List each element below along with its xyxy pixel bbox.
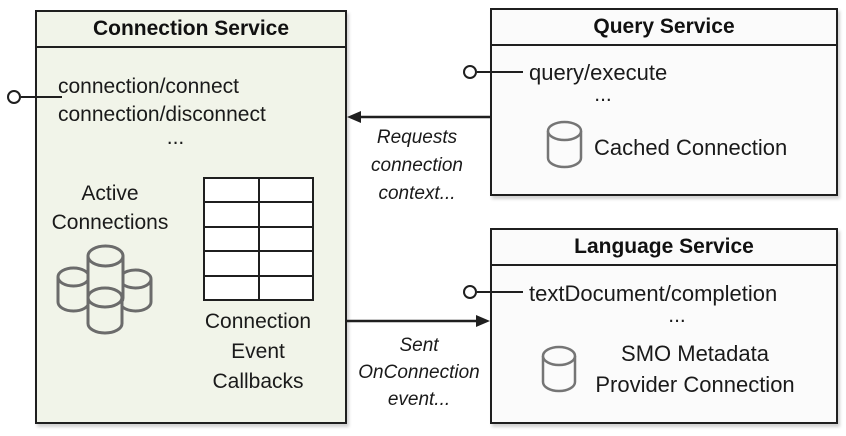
connection-service-title: Connection Service [37,12,345,48]
callback-table-cell [205,276,258,299]
cached-connection-label: Cached Connection [594,135,788,160]
callback-table-cell [205,179,258,202]
edge-label-requests-connection-context: Requests connection context... [371,127,463,204]
callback-table-cell [259,252,312,275]
connection-endpoints-ellipsis: ... [166,126,185,149]
callback-table-cell [259,203,312,226]
arrow-sent-onconnection-event-icon [347,315,490,327]
endpoint-query-execute: query/execute [529,60,668,85]
callback-table [203,177,314,301]
edge-label-sent-onconnection-event: Sent OnConnection event... [358,335,480,410]
arrow-requests-connection-context-icon [347,111,490,123]
smo-metadata-provider-connection-label: SMO Metadata Provider Connection [595,341,795,397]
query-service-box: Query Service [490,8,838,196]
callback-table-cell [205,203,258,226]
callback-table-cell [205,252,258,275]
query-endpoints-ellipsis: ... [594,83,612,106]
language-service-title: Language Service [492,230,836,266]
endpoint-connection-connect: connection/connect [58,75,239,98]
query-service-title: Query Service [492,10,836,46]
callback-table-cell [205,227,258,251]
callback-table-cell [259,276,312,299]
language-endpoints-ellipsis: ... [668,304,686,327]
callback-table-cell [259,227,312,251]
active-connections-label: Active Connections [51,182,169,234]
endpoint-textdocument-completion: textDocument/completion [529,281,778,306]
callback-table-cell [259,179,312,202]
endpoint-connection-disconnect: connection/disconnect [58,103,266,126]
connection-event-callbacks-label: Connection Event Callbacks [204,310,312,393]
